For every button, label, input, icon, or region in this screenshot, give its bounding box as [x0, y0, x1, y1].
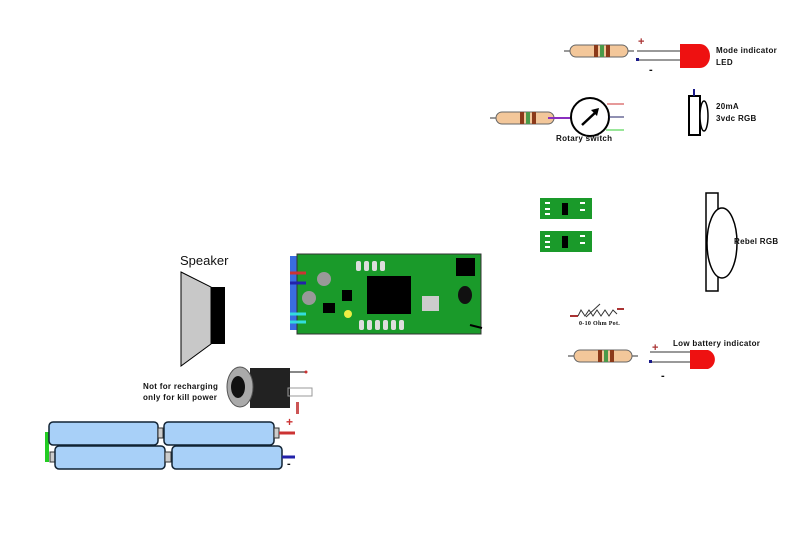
dc-power-jack: [226, 366, 313, 414]
low-battery-label: Low battery indicator: [673, 339, 761, 348]
speaker: [180, 271, 225, 367]
speaker-label: Speaker: [180, 253, 229, 268]
rgb-small-label-2: 3vdc RGB: [716, 114, 757, 123]
rebel-rgb-label: Rebel RGB: [734, 237, 779, 246]
rotary-switch: [548, 97, 624, 137]
battery-minus: -: [287, 458, 291, 470]
low-battery-minus: -: [661, 370, 665, 382]
rotary-switch-label: Rotary switch: [556, 134, 613, 143]
battery-plus: +: [286, 415, 294, 429]
mode-led-label-1: Mode indicator: [716, 46, 778, 55]
sound-board-pcb: [290, 253, 483, 335]
battery-pack: [45, 421, 295, 470]
rebel-rgb-led: [705, 192, 738, 292]
rgb-led-small: [688, 89, 709, 136]
mode-indicator-led: [636, 44, 710, 68]
jack-note-1: Not for recharging: [143, 382, 219, 391]
resistor-mode: [563, 44, 635, 58]
mode-led-plus: +: [638, 36, 645, 48]
driver-board-2: [540, 231, 592, 252]
rgb-small-label-1: 20mA: [716, 102, 739, 111]
mode-led-label-2: LED: [716, 58, 733, 67]
driver-board-1: [540, 198, 592, 219]
jack-note-2: only for kill power: [143, 393, 218, 402]
pot-label: 0-10 Ohm Pot.: [579, 321, 621, 327]
potentiometer: [570, 303, 624, 318]
low-battery-plus: +: [652, 342, 659, 354]
low-battery-led: [649, 350, 715, 369]
resistor-low-battery: [567, 349, 639, 363]
mode-led-minus: -: [649, 64, 653, 76]
